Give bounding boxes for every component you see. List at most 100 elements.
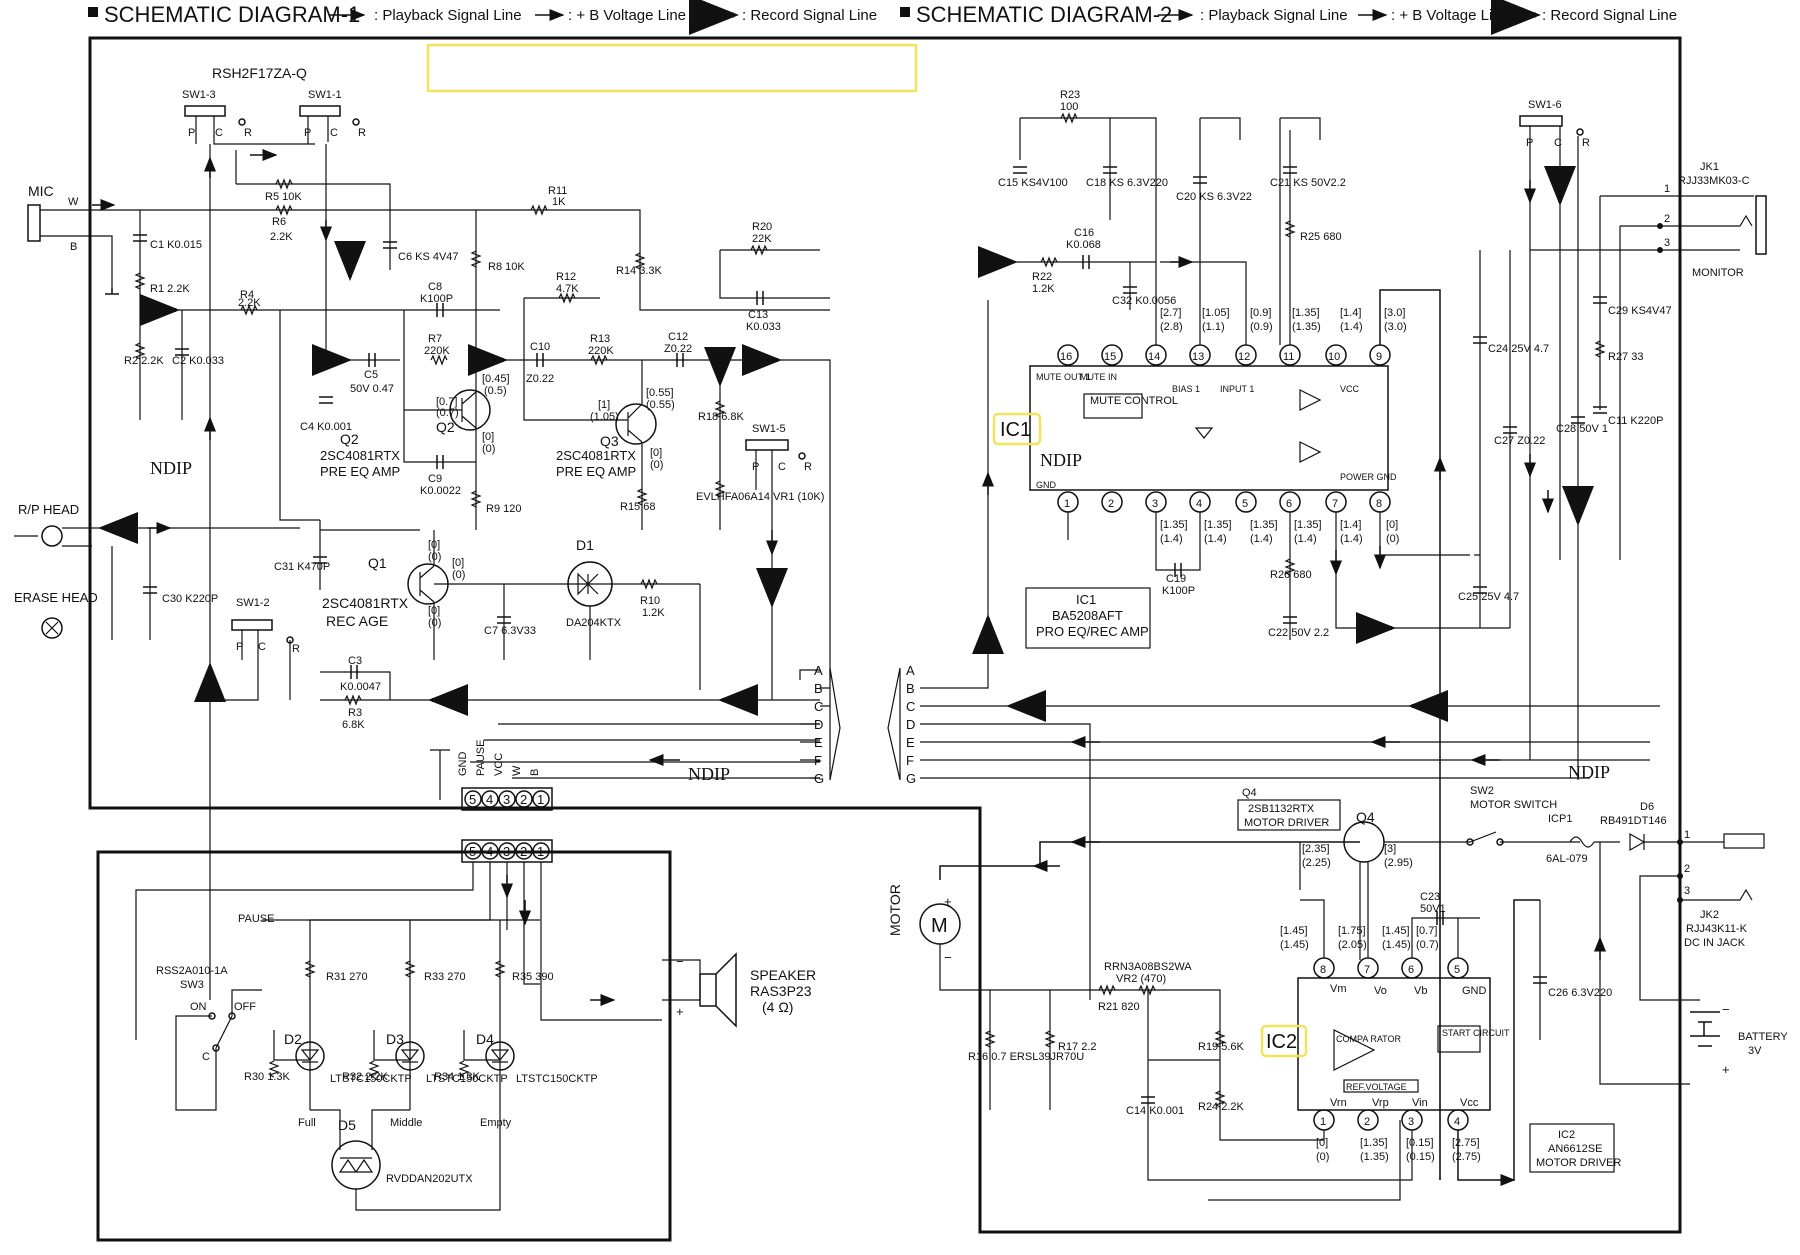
svg-text:[0]: [0] [1316, 1137, 1328, 1149]
r3-label: R3 [348, 707, 362, 719]
svg-text:4: 4 [1196, 498, 1202, 510]
svg-text:W: W [68, 196, 79, 208]
ic2-tag: IC2 [1266, 1031, 1297, 1053]
svg-text:5: 5 [1242, 498, 1248, 510]
c6-label: C6 KS 4V47 [398, 251, 459, 263]
legend-voltage-1: : + B Voltage Line [568, 7, 686, 24]
r12-label: R12 [556, 271, 576, 283]
ndip-label-2: NDIP [688, 764, 730, 784]
battery-voltage: 3V [1748, 1045, 1762, 1057]
d6-diode-icon [1629, 832, 1646, 852]
q4-part: 2SB1132RTX [1248, 803, 1315, 815]
c26-label: C26 6.3V220 [1548, 987, 1612, 999]
svg-text:M: M [931, 915, 948, 937]
square-bullet-icon [88, 7, 98, 17]
led-board: PAUSE RSS2A010-1A SW3 ON OFF C R31 270 R… [135, 862, 816, 1211]
signal-bus: A B C D E F G A B C D E F G [430, 300, 1660, 1000]
svg-text:[0]: [0] [452, 557, 464, 569]
svg-text:[0]: [0] [482, 431, 494, 443]
ndip-label-1: NDIP [150, 458, 192, 478]
c16-label: C16 [1074, 227, 1094, 239]
svg-text:(1.4): (1.4) [1340, 533, 1363, 545]
diagram2-motor: M MOTOR +− Q4 2SB1132RTX MOTOR DRIVER Q4… [887, 785, 1788, 1201]
c10-label: C10 [530, 341, 550, 353]
svg-text:R: R [358, 127, 366, 139]
legend: SCHEMATIC DIAGRAM-1 : Playback Signal Li… [88, 0, 1677, 35]
svg-text:[1.35]: [1.35] [1294, 519, 1322, 531]
sw1-5-label: SW1-5 [752, 423, 786, 435]
svg-text:[0.7]: [0.7] [1416, 925, 1437, 937]
r20-label: R20 [752, 221, 772, 233]
svg-text:(2.95): (2.95) [1384, 857, 1413, 869]
r10-value: 1.2K [642, 607, 665, 619]
bus-a-right: A [906, 663, 915, 678]
sw2-func: MOTOR SWITCH [1470, 799, 1557, 811]
svg-text:P: P [188, 127, 195, 139]
svg-text:(2.05): (2.05) [1338, 939, 1367, 951]
sw2-label: SW2 [1470, 785, 1494, 797]
c16-value: K0.068 [1066, 239, 1101, 251]
q4-func: MOTOR DRIVER [1244, 817, 1329, 829]
sw1-6-label: SW1-6 [1528, 99, 1562, 111]
d1-part: DA204KTX [566, 617, 622, 629]
svg-text:(0): (0) [482, 443, 495, 455]
svg-text:MUTE IN: MUTE IN [1080, 372, 1117, 382]
r11-value: 1K [552, 196, 566, 208]
svg-text:(0): (0) [452, 569, 465, 581]
svg-text:(1.4): (1.4) [1160, 533, 1183, 545]
c11-label: C11 K220P [1608, 415, 1663, 427]
r4-label: R4 [240, 289, 254, 301]
svg-text:[1]: [1] [598, 399, 610, 411]
sw3-switch [175, 989, 262, 1111]
svg-text:[0]: [0] [1386, 519, 1398, 531]
c15-label: C15 KS4V100 [998, 177, 1068, 189]
r17-label: R17 2.2 [1058, 1041, 1097, 1053]
r18-label: R18 6.8K [698, 411, 745, 423]
svg-text:GND: GND [1462, 985, 1487, 997]
svg-text:(0.7): (0.7) [436, 407, 459, 419]
r1-label: R1 2.2K [150, 283, 190, 295]
monitor-label: MONITOR [1692, 267, 1744, 279]
q1-func: REC AGE [326, 613, 388, 629]
svg-text:Vb: Vb [1414, 985, 1427, 997]
svg-text:P: P [236, 641, 243, 653]
mic-label: MIC [28, 183, 54, 199]
r9-label: R9 120 [486, 503, 521, 515]
pin-1-top: 1 [537, 792, 544, 807]
q3-part: 2SC4081RTX [556, 448, 636, 463]
legend-record-1: : Record Signal Line [742, 7, 877, 24]
svg-text:(0.9): (0.9) [1250, 321, 1273, 333]
svg-text:[0.45]: [0.45] [482, 373, 510, 385]
svg-text:[0]: [0] [650, 447, 662, 459]
c9-label: C9 [428, 473, 442, 485]
c23-value: 50V1 [1420, 903, 1446, 915]
d5-label: D5 [338, 1117, 356, 1133]
svg-text:3: 3 [1684, 885, 1690, 897]
r20-value: 22K [752, 233, 772, 245]
r11-label: R11 [548, 185, 567, 197]
svg-text:8: 8 [1320, 964, 1326, 976]
r23-label: R23 [1060, 89, 1080, 101]
svg-text:8: 8 [1376, 498, 1382, 510]
svg-text:6: 6 [1286, 498, 1292, 510]
q3-transistor-icon [615, 403, 657, 445]
svg-text:MUTE OUT 1: MUTE OUT 1 [1036, 372, 1090, 382]
c22-label: C22 50V 2.2 [1268, 627, 1329, 639]
c25-label: C25 25V 4.7 [1458, 591, 1519, 603]
r15-label: R15 68 [620, 501, 655, 513]
svg-text:(1.4): (1.4) [1204, 533, 1227, 545]
jk2-label: JK2 [1700, 909, 1719, 921]
svg-text:[1.35]: [1.35] [1292, 307, 1320, 319]
svg-text:(1.45): (1.45) [1382, 939, 1411, 951]
c8-label: C8 [428, 281, 442, 293]
jk1-label: JK1 [1700, 161, 1719, 173]
svg-text:16: 16 [1060, 351, 1072, 363]
svg-text:R: R [1582, 137, 1590, 149]
square-bullet-icon [900, 7, 910, 17]
r19-label: R19 5.6K [1198, 1041, 1245, 1053]
d2-part: LTSTC150CKTP [330, 1073, 412, 1085]
svg-text:C: C [258, 641, 266, 653]
svg-text:(1.4): (1.4) [1294, 533, 1317, 545]
